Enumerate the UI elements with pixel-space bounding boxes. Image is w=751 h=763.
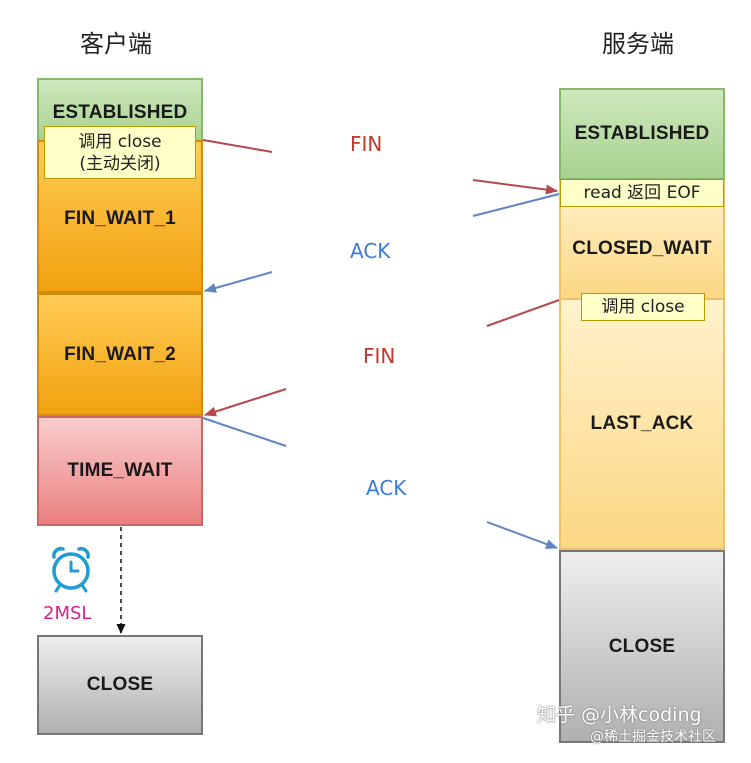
alarm-clock-icon <box>52 546 90 593</box>
client-state-close: CLOSE <box>37 635 203 735</box>
fin-1-arrow-end <box>472 179 558 195</box>
fin-1-arrow-start <box>202 139 273 153</box>
server-note-eof-text: read 返回 EOF <box>583 183 701 203</box>
client-close-call-note: 调用 close (主动关闭) <box>44 126 196 179</box>
server-state-established: ESTABLISHED <box>559 88 725 180</box>
ack-1-arrow-end <box>204 271 273 293</box>
client-note-line2: (主动关闭) <box>79 153 161 174</box>
fin-2-arrow-end <box>204 388 287 417</box>
client-state-time-wait: TIME_WAIT <box>37 416 203 526</box>
client-state-fin-wait-2: FIN_WAIT_2 <box>37 293 203 416</box>
client-state-fin-wait-1-label: FIN_WAIT_1 <box>64 207 176 229</box>
ack-1-arrow-start <box>472 193 560 217</box>
message-ack-1: ACK <box>350 239 391 263</box>
server-state-established-label: ESTABLISHED <box>574 123 710 144</box>
fin-2-arrow-start <box>486 299 560 327</box>
server-state-last-ack-label: LAST_ACK <box>590 413 694 434</box>
server-read-eof-note: read 返回 EOF <box>560 179 724 207</box>
ack-2-arrow-end <box>486 521 558 549</box>
message-ack-2: ACK <box>366 476 407 500</box>
server-state-close-label: CLOSE <box>608 635 676 657</box>
server-header: 服务端 <box>602 30 674 58</box>
ack-2-arrow-start <box>202 417 287 447</box>
watermark-zhihu: 知乎 @小林coding <box>537 704 702 726</box>
message-fin-2: FIN <box>363 344 396 368</box>
watermark-juejin: @稀土掘金技术社区 <box>590 729 716 745</box>
client-state-close-label: CLOSE <box>86 674 154 695</box>
client-state-time-wait-label: TIME_WAIT <box>67 460 173 481</box>
client-header: 客户端 <box>80 30 152 58</box>
client-state-established-label: ESTABLISHED <box>52 102 188 123</box>
server-state-close: CLOSE <box>559 550 725 743</box>
timer-label-2msl: 2MSL <box>43 603 92 624</box>
server-close-call-note: 调用 close <box>581 293 705 321</box>
message-fin-1: FIN <box>350 132 383 156</box>
server-state-closed-wait-label: CLOSED_WAIT <box>572 238 712 259</box>
client-state-fin-wait-2-label: FIN_WAIT_2 <box>64 343 176 365</box>
client-note-line1: 调用 close <box>78 131 162 152</box>
server-note-close-text: 调用 close <box>601 297 685 317</box>
